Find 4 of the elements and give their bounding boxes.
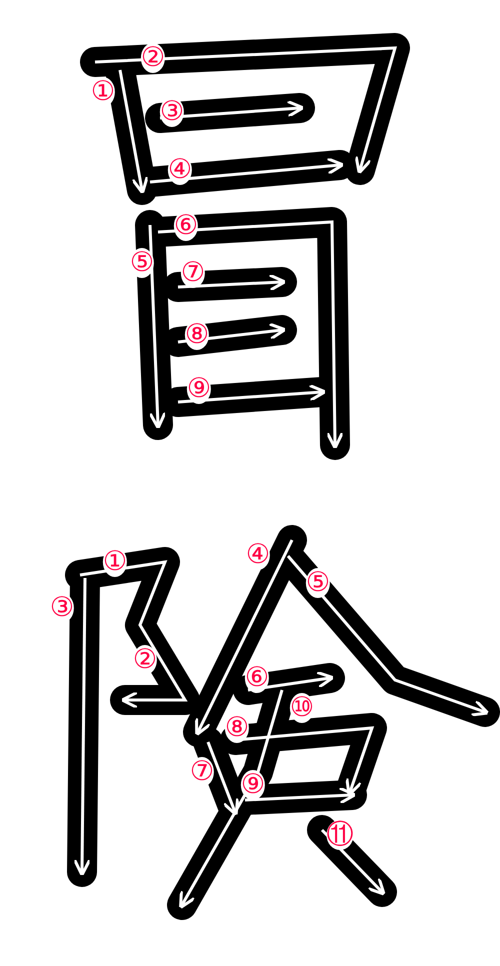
stroke-order-number: ⑧ — [224, 713, 250, 743]
stroke-order-number: ⑦ — [190, 757, 214, 787]
stroke-order-number: ⑦ — [180, 258, 206, 288]
stroke-order-number: ④ — [246, 540, 270, 570]
